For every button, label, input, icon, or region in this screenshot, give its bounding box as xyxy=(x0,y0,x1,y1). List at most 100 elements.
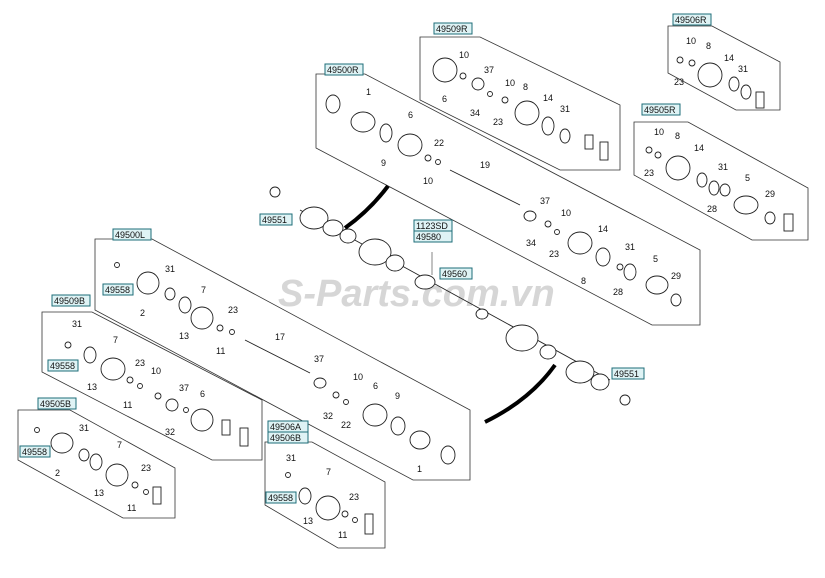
num-23: 23 xyxy=(644,168,654,178)
num-23: 23 xyxy=(493,117,503,127)
num-7: 7 xyxy=(201,285,206,295)
code-49580: 49580 xyxy=(416,232,441,242)
panel-49500R xyxy=(315,73,701,326)
num-37: 37 xyxy=(314,354,324,364)
num-10: 10 xyxy=(353,372,363,382)
part-numbers: 1 6 9 22 10 19 37 10 34 23 14 8 31 5 28 … xyxy=(55,36,775,540)
num-8: 8 xyxy=(581,276,586,286)
num-37: 37 xyxy=(540,196,550,206)
num-22: 22 xyxy=(341,420,351,430)
num-2: 2 xyxy=(55,468,60,478)
num-14: 14 xyxy=(543,93,553,103)
parts-49505B xyxy=(34,427,162,505)
num-23: 23 xyxy=(674,77,684,87)
num-31: 31 xyxy=(72,319,82,329)
num-31: 31 xyxy=(738,64,748,74)
num-23: 23 xyxy=(349,492,359,502)
panel-49509B xyxy=(41,311,263,461)
num-10: 10 xyxy=(561,208,571,218)
num-23: 23 xyxy=(135,358,145,368)
code-49500R: 49500R xyxy=(327,65,359,75)
num-31: 31 xyxy=(718,162,728,172)
num-7: 7 xyxy=(113,335,118,345)
panel-49509R xyxy=(419,36,621,171)
num-22: 22 xyxy=(434,138,444,148)
num-10: 10 xyxy=(423,176,433,186)
code-49509B: 49509B xyxy=(54,296,85,306)
num-32: 32 xyxy=(323,411,333,421)
code-49551-lower: 49551 xyxy=(614,369,639,379)
num-6: 6 xyxy=(200,389,205,399)
num-11: 11 xyxy=(127,503,136,513)
num-17: 17 xyxy=(275,332,285,342)
num-11: 11 xyxy=(123,400,132,410)
num-13: 13 xyxy=(94,488,104,498)
parts-49506AB xyxy=(285,472,374,535)
num-5: 5 xyxy=(653,254,658,264)
parts-49509R xyxy=(432,57,609,161)
num-34: 34 xyxy=(470,108,480,118)
code-49506R: 49506R xyxy=(675,15,707,25)
panel-49505R xyxy=(633,121,809,241)
code-49505B: 49505B xyxy=(40,399,71,409)
panel-49506R xyxy=(667,25,781,111)
num-8: 8 xyxy=(675,131,680,141)
num-31: 31 xyxy=(79,423,89,433)
num-10: 10 xyxy=(151,366,161,376)
code-49506B: 49506B xyxy=(270,433,301,443)
num-28: 28 xyxy=(613,287,623,297)
code-49509R: 49509R xyxy=(436,24,468,34)
num-7: 7 xyxy=(326,467,331,477)
num-19: 19 xyxy=(480,160,490,170)
num-23: 23 xyxy=(228,305,238,315)
code-49505R: 49505R xyxy=(644,105,676,115)
num-14: 14 xyxy=(694,143,704,153)
parts-49500L xyxy=(114,262,456,465)
code-49558-3: 49558 xyxy=(22,447,47,457)
part-codes: 49500R 49509R 49506R 49505R 49551 1123SD… xyxy=(19,13,712,504)
code-49500L: 49500L xyxy=(115,230,145,240)
panel-49500L xyxy=(94,238,471,481)
num-37: 37 xyxy=(484,65,494,75)
num-1: 1 xyxy=(417,464,422,474)
code-49558-2: 49558 xyxy=(50,361,75,371)
parts-49509B xyxy=(64,341,249,447)
parts-49506R xyxy=(676,56,765,109)
num-31: 31 xyxy=(560,104,570,114)
num-2: 2 xyxy=(140,308,145,318)
code-49506A: 49506A xyxy=(270,422,301,432)
num-29: 29 xyxy=(765,189,775,199)
num-10: 10 xyxy=(505,78,515,88)
num-31: 31 xyxy=(286,453,296,463)
num-31: 31 xyxy=(165,264,175,274)
code-49558-1: 49558 xyxy=(105,285,130,295)
num-5: 5 xyxy=(745,173,750,183)
num-23: 23 xyxy=(141,463,151,473)
parts-49505R xyxy=(645,146,794,232)
num-7: 7 xyxy=(117,440,122,450)
num-13: 13 xyxy=(87,382,97,392)
num-13: 13 xyxy=(303,516,313,526)
code-49551-upper: 49551 xyxy=(262,215,287,225)
num-9: 9 xyxy=(395,391,400,401)
num-10: 10 xyxy=(686,36,696,46)
num-14: 14 xyxy=(598,224,608,234)
num-13: 13 xyxy=(179,331,189,341)
num-10: 10 xyxy=(654,127,664,137)
num-31: 31 xyxy=(625,242,635,252)
num-1: 1 xyxy=(366,87,371,97)
num-34: 34 xyxy=(526,238,536,248)
num-29: 29 xyxy=(671,271,681,281)
num-8: 8 xyxy=(706,41,711,51)
num-11: 11 xyxy=(216,346,225,356)
num-32: 32 xyxy=(165,427,175,437)
num-37: 37 xyxy=(179,383,189,393)
num-6: 6 xyxy=(442,94,447,104)
parts-49500R xyxy=(325,94,682,307)
num-8: 8 xyxy=(523,82,528,92)
panel-49506AB xyxy=(264,441,386,549)
num-9: 9 xyxy=(381,158,386,168)
center-driveshaft xyxy=(269,184,631,424)
num-14: 14 xyxy=(724,53,734,63)
